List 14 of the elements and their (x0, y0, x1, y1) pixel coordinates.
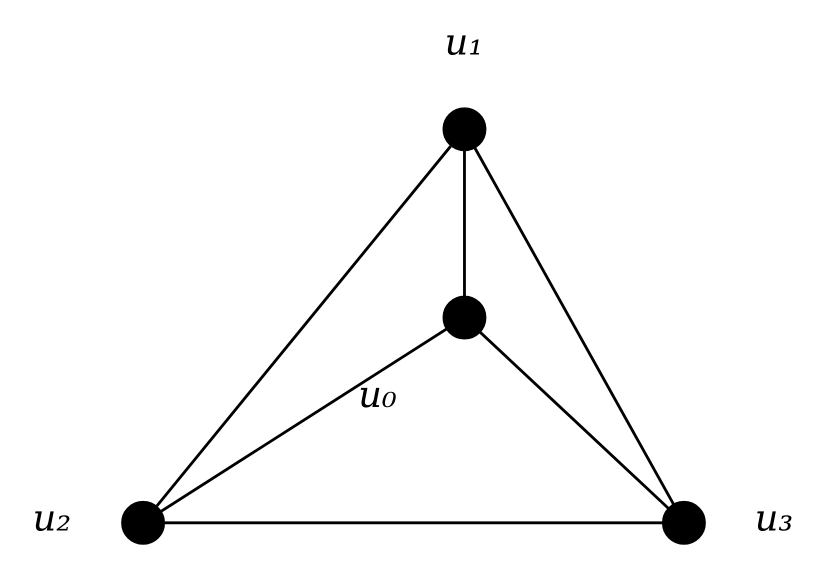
node-circle (662, 500, 706, 544)
connector (479, 330, 670, 509)
node-label: u₂ (32, 496, 72, 539)
connector (160, 328, 448, 512)
node-circle (442, 106, 486, 151)
node-label: u₃ (754, 496, 794, 539)
connector (164, 520, 663, 524)
node-label: u₁ (444, 20, 484, 64)
connector (156, 144, 452, 506)
node-label: u₀ (358, 372, 397, 416)
node-circle (442, 295, 486, 339)
node-circle (121, 500, 166, 544)
connector (474, 147, 675, 504)
connector (463, 150, 466, 296)
